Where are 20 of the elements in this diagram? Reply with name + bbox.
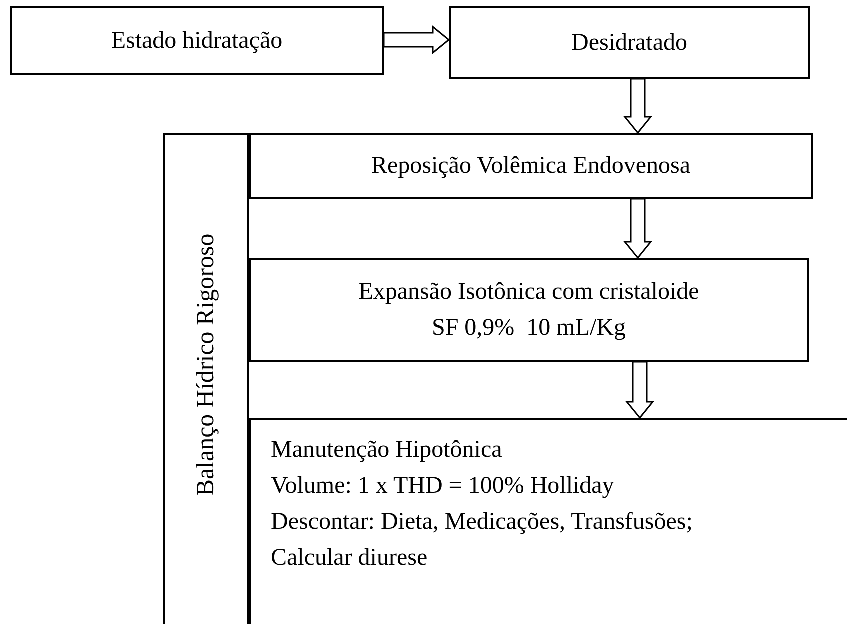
process-text: Manutenção Hipotônica [271,436,504,465]
process-text: Expansão Isotônica com cristaloide [358,278,700,307]
process-text: SF 0,9% 10 mL/Kg [432,314,626,343]
process-text: Descontar: Dieta, Medicações, Transfusões; [271,508,694,537]
block-arrow [623,78,653,134]
block-arrow [623,198,653,260]
band-label: Balanço Hídrico Rigoroso [194,234,218,496]
process-box [249,258,809,362]
side-band [163,133,249,624]
process-text: Estado hidratação [111,26,283,56]
process-area [249,418,847,624]
process-box [10,6,384,75]
block-arrow [383,25,450,55]
process-text: Desidratado [572,28,688,58]
process-text: Volume: 1 x THD = 100% Holliday [271,472,616,501]
block-arrow [625,361,655,420]
process-box [249,133,813,199]
process-box [449,6,810,79]
process-text: Reposição Volêmica Endovenosa [371,152,691,181]
process-text: Calcular diurese [271,544,429,573]
